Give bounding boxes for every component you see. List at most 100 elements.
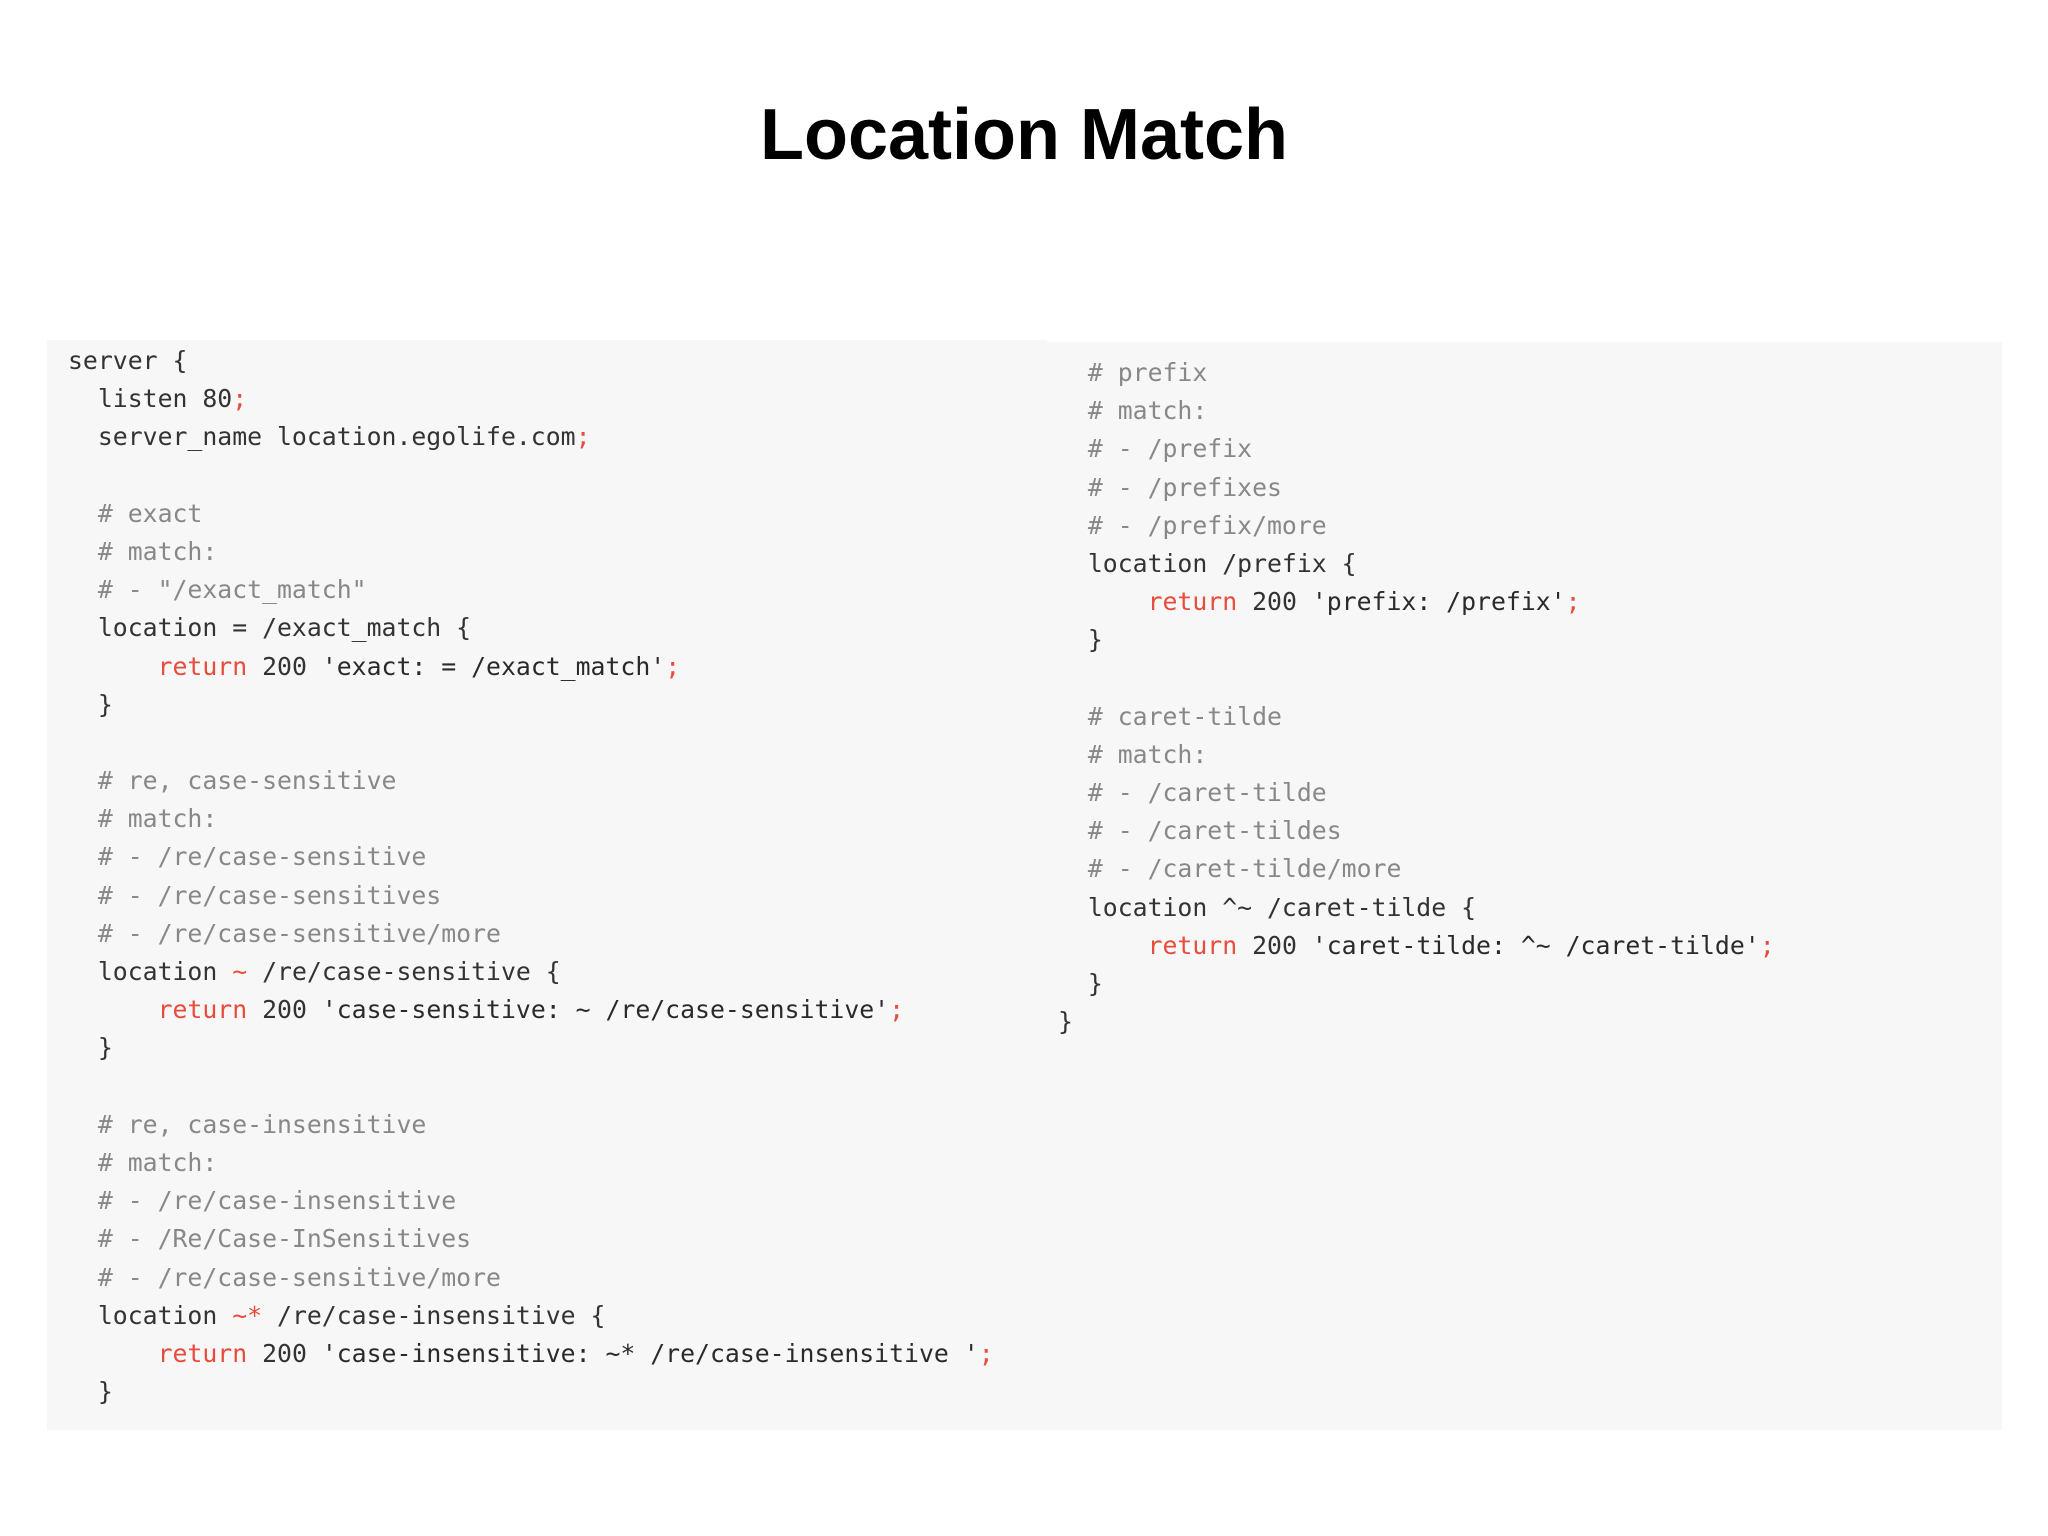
code-token-plain [68, 537, 98, 566]
code-token-plain: location ^~ /caret-tilde { [1058, 892, 1477, 922]
code-token-plain: /re/case-sensitive { [247, 957, 561, 986]
code-token-return: return [1147, 587, 1238, 617]
code-token-op: ; [1759, 930, 1775, 960]
code-token-plain: location /prefix { [1058, 548, 1357, 578]
code-line: } [68, 1373, 994, 1411]
code-line: # match: [1058, 736, 1775, 774]
code-token-plain: } [1058, 625, 1103, 655]
code-token-plain: server { [68, 346, 188, 375]
code-token-plain [68, 1110, 98, 1139]
code-token-comment: # - /re/case-sensitive/more [97, 1262, 501, 1292]
code-token-op: ; [1565, 587, 1581, 617]
code-token-plain [1058, 702, 1088, 731]
code-line: # - /re/case-insensitive [68, 1182, 994, 1220]
code-token-plain: location = /exact_match { [68, 613, 472, 643]
code-token-comment: # match: [97, 536, 218, 566]
code-token-plain: listen 80 [68, 384, 233, 414]
code-token-op: ~ [232, 957, 248, 986]
code-line: # - /re/case-sensitives [68, 877, 994, 915]
code-token-comment: # match: [97, 804, 218, 834]
code-line: return 200 'exact: = /exact_match'; [68, 648, 994, 686]
code-line: # re, case-sensitive [68, 762, 994, 800]
code-line: # - /re/case-sensitive [68, 838, 994, 876]
code-line: location = /exact_match { [68, 609, 994, 647]
code-token-plain [1058, 396, 1088, 425]
code-line: # re, case-insensitive [68, 1106, 994, 1144]
code-token-op: ~* [232, 1300, 263, 1330]
code-token-plain [68, 575, 98, 604]
code-line: return 200 'case-sensitive: ~ /re/case-s… [68, 991, 994, 1029]
code-token-plain: } [68, 1377, 113, 1407]
code-line: location ^~ /caret-tilde { [1058, 889, 1775, 927]
code-token-plain [1058, 511, 1088, 540]
code-line: server_name location.egolife.com; [68, 418, 994, 456]
code-token-comment: # - /re/case-insensitive [97, 1186, 457, 1216]
code-token-string: 'case-insensitive: ~* /re/case-insensiti… [321, 1338, 979, 1368]
code-block-right: # prefix # match: # - /prefix # - /prefi… [1058, 354, 1775, 1041]
code-token-plain [1058, 854, 1088, 883]
code-line: return 200 'case-insensitive: ~* /re/cas… [68, 1335, 994, 1373]
code-token-comment: # - /caret-tildes [1087, 816, 1342, 846]
code-token-plain: location [68, 1300, 233, 1330]
code-line: location /prefix { [1058, 545, 1775, 583]
code-token-comment: # - /re/case-sensitive/more [97, 918, 501, 948]
slide-title: Location Match [759, 95, 1288, 175]
code-line: # exact [68, 495, 994, 533]
code-line: } [1058, 965, 1775, 1003]
code-token-plain: server_name location.egolife.com [68, 422, 576, 452]
code-token-plain [68, 1339, 158, 1368]
code-token-plain: } [68, 689, 113, 719]
code-token-plain [1058, 778, 1088, 807]
code-token-comment: # match: [1087, 396, 1208, 426]
code-token-string: 'prefix: /prefix' [1311, 587, 1566, 617]
code-token-plain: 200 [1237, 930, 1312, 960]
code-token-plain: } [1058, 969, 1103, 998]
code-token-return: return [157, 1338, 248, 1368]
code-token-plain [68, 1224, 98, 1253]
code-token-comment: # exact [97, 498, 203, 528]
code-token-plain [68, 995, 158, 1024]
code-line: } [1058, 1003, 1775, 1041]
code-token-comment: # re, case-sensitive [97, 766, 397, 796]
code-line [1058, 660, 1775, 698]
code-token-plain [68, 881, 98, 910]
code-token-comment: # - /Re/Case-InSensitives [97, 1224, 472, 1254]
code-line [68, 457, 994, 495]
code-token-comment: # - "/exact_match" [97, 575, 367, 605]
code-line: server { [68, 342, 994, 380]
code-token-comment: # - /prefix [1087, 434, 1253, 464]
code-token-return: return [157, 651, 248, 681]
code-line: # - /caret-tilde [1058, 774, 1775, 812]
code-token-plain: location [68, 957, 233, 986]
code-token-op: ; [665, 651, 681, 681]
code-line: # - /caret-tildes [1058, 812, 1775, 850]
code-token-plain [1058, 434, 1088, 463]
code-token-plain: /re/case-insensitive { [262, 1300, 606, 1330]
code-token-comment: # - /caret-tilde/more [1087, 854, 1402, 884]
code-token-plain: } [68, 1033, 113, 1063]
code-token-plain [1058, 473, 1088, 502]
code-token-string: 'exact: = /exact_match' [321, 651, 666, 681]
code-line: # - /re/case-sensitive/more [68, 1259, 994, 1297]
code-token-op: ; [889, 995, 905, 1025]
code-token-plain [1058, 587, 1148, 616]
code-line: # - /prefix/more [1058, 507, 1775, 545]
code-token-plain [1058, 816, 1088, 845]
code-line: return 200 'caret-tilde: ^~ /caret-tilde… [1058, 927, 1775, 965]
code-line: } [1058, 621, 1775, 659]
code-line: # prefix [1058, 354, 1775, 392]
code-token-plain: 200 [247, 651, 322, 681]
code-line: # caret-tilde [1058, 698, 1775, 736]
code-token-plain [68, 1186, 98, 1215]
code-line: location ~* /re/case-insensitive { [68, 1297, 994, 1335]
code-token-comment: # match: [1087, 739, 1208, 769]
code-panel-left [47, 340, 1047, 1430]
code-line: # - /re/case-sensitive/more [68, 915, 994, 953]
code-token-comment: # - /caret-tilde [1087, 778, 1327, 808]
code-line [68, 724, 994, 762]
code-token-comment: # prefix [1087, 358, 1208, 387]
code-token-comment: # match: [97, 1147, 218, 1177]
code-line: # - /prefixes [1058, 469, 1775, 507]
code-token-plain: 200 [247, 995, 322, 1025]
code-token-plain [68, 804, 98, 833]
